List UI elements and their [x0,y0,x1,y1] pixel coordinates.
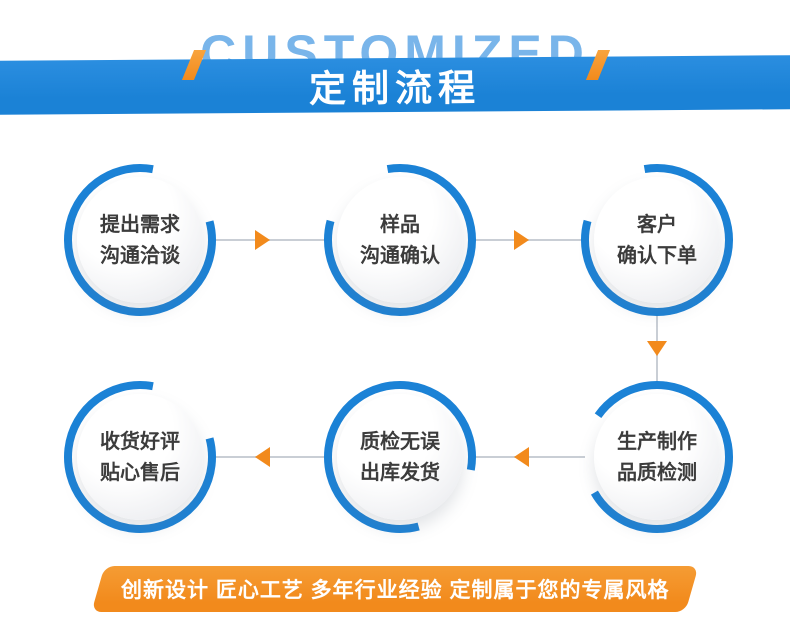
node-label-line1: 提出需求 [100,213,180,236]
node-label-line1: 质检无误 [360,430,440,453]
node-bubble: 生产制作 品质检测 [594,394,720,520]
page-title: 定制流程 [308,67,482,110]
node-label-line2: 确认下单 [617,244,697,267]
node-bubble: 质检无误 出库发货 [337,394,463,520]
flow-node-1: 提出需求 沟通洽谈 [60,160,220,320]
node-bubble: 客户 确认下单 [594,177,720,303]
node-bubble: 样品 沟通确认 [337,177,463,303]
node-label-line1: 样品 [380,213,420,236]
node-label-line2: 出库发货 [360,461,440,484]
arrow-down-icon [647,341,667,356]
arrow-right-icon [514,230,529,250]
flow-node-5: 质检无误 出库发货 [320,377,480,537]
footer-tagline: 创新设计 匠心工艺 多年行业经验 定制属于您的专属风格 [120,579,670,602]
arrow-left-icon [514,447,529,467]
arc-ring-icon [581,164,733,316]
arc-ring-icon [324,164,476,316]
node-label-line1: 收货好评 [100,430,180,453]
footer-banner: 创新设计 匠心工艺 多年行业经验 定制属于您的专属风格 [91,566,699,612]
connector-line [212,239,328,241]
flow-node-6: 收货好评 贴心售后 [60,377,220,537]
node-label-line2: 品质检测 [617,461,697,484]
arrow-right-icon [255,230,270,250]
node-label-line1: 客户 [637,213,677,236]
node-label-line2: 沟通洽谈 [100,244,180,267]
arrow-left-icon [255,447,270,467]
arc-ring-icon [324,381,476,533]
arc-ring-icon [64,381,216,533]
arc-ring-icon [581,381,733,533]
title-banner: 定制流程 [0,55,790,115]
node-bubble: 提出需求 沟通洽谈 [77,177,203,303]
node-label-line1: 生产制作 [617,430,697,453]
node-label-line2: 沟通确认 [360,244,440,267]
connector-line [212,456,328,458]
flow-node-3: 客户 确认下单 [577,160,737,320]
flow-node-2: 样品 沟通确认 [320,160,480,320]
node-bubble: 收货好评 贴心售后 [77,394,203,520]
node-label-line2: 贴心售后 [100,461,180,484]
arc-ring-icon [64,164,216,316]
flow-node-4: 生产制作 品质检测 [577,377,737,537]
